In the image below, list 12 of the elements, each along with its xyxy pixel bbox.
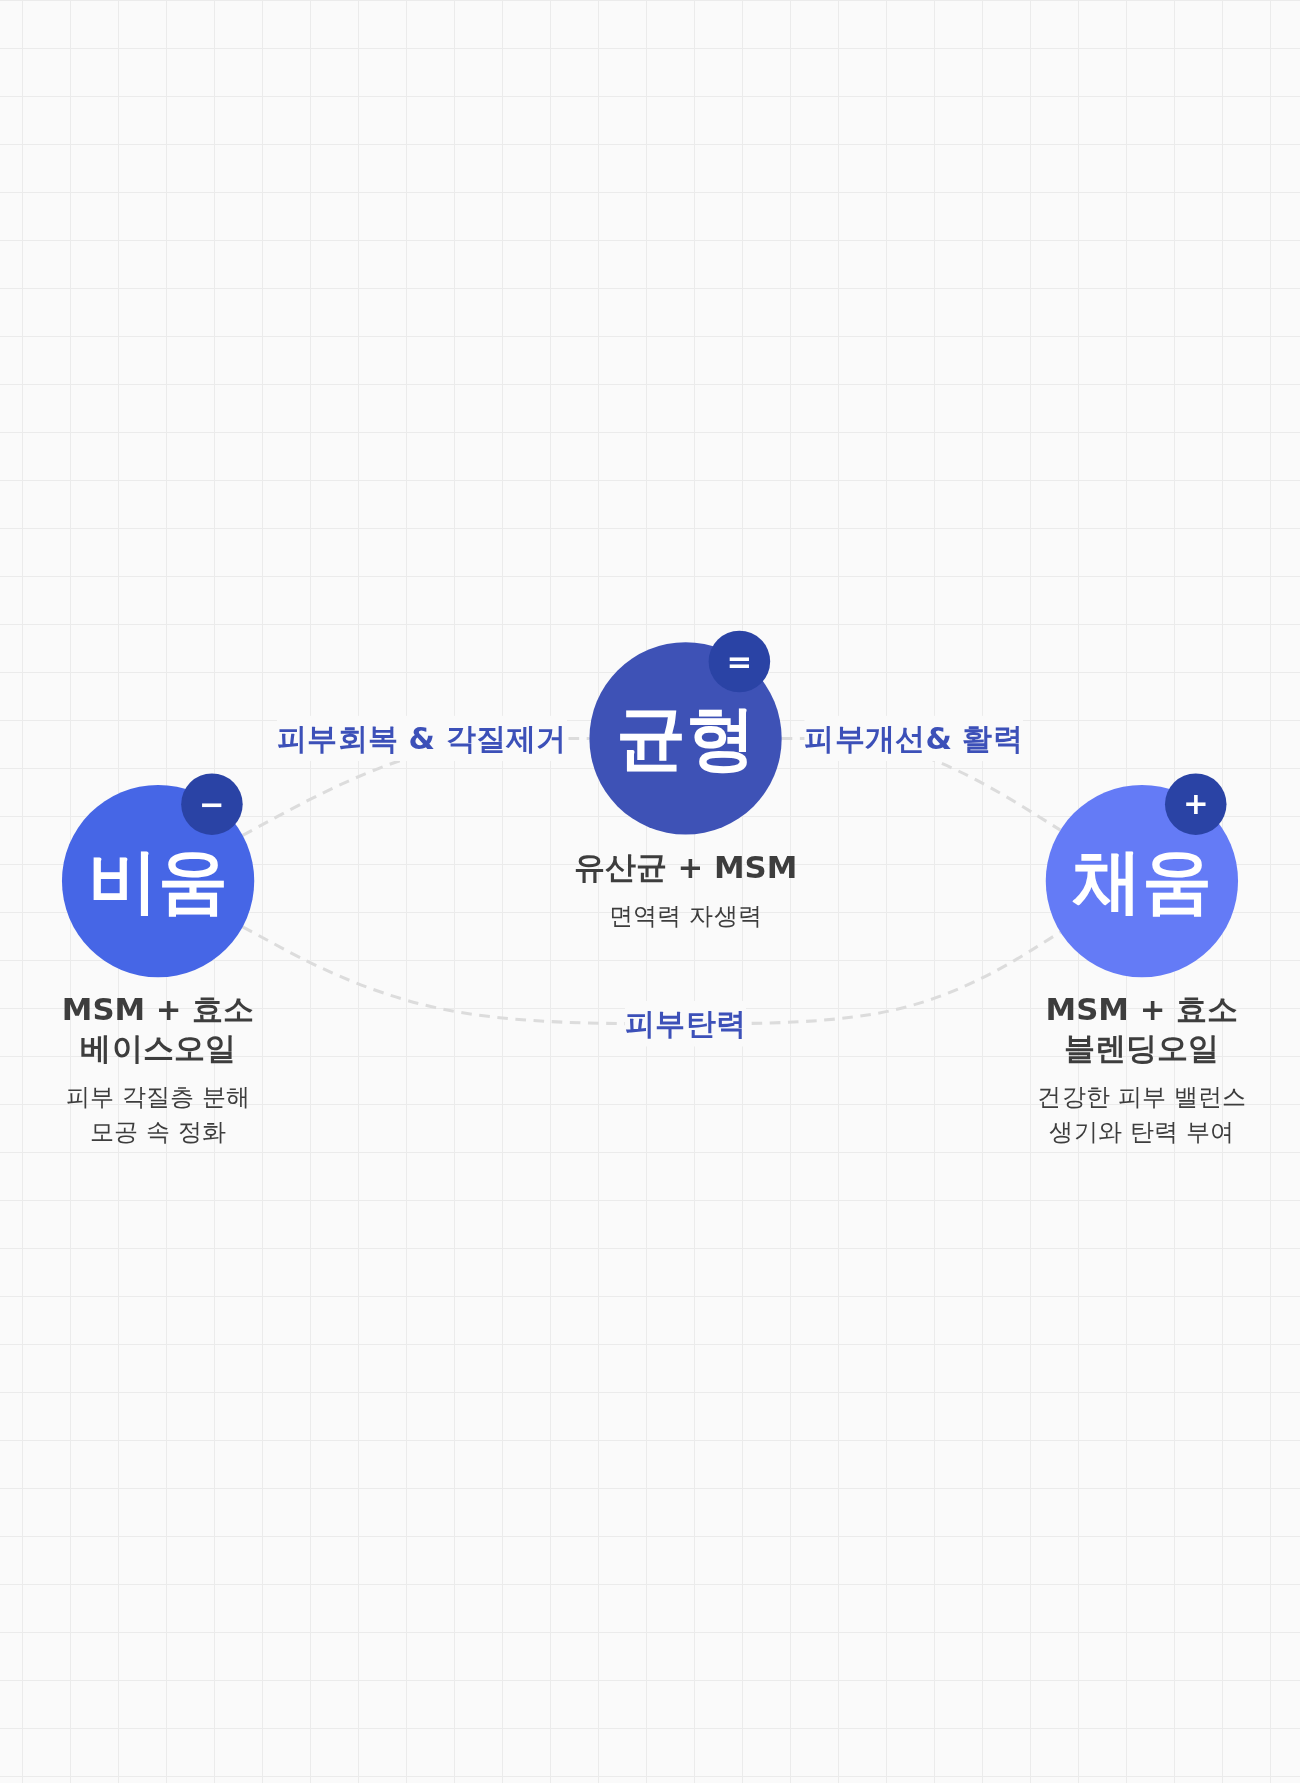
description-text: 면역력 자생력	[609, 900, 763, 932]
description-text: 건강한 피부 밸런스 생기와 탄력 부여	[1036, 1082, 1248, 1148]
heading-text: 유산균 + MSM	[573, 848, 798, 887]
heading-text: MSM + 효소 베이스오일	[60, 990, 256, 1068]
edge-label: 피부회복 & 각질제거	[276, 721, 567, 756]
node-circle: −	[181, 773, 243, 836]
heading-text: MSM + 효소 블렌딩오일	[1044, 990, 1240, 1068]
edge-label: 피부탄력	[624, 1006, 747, 1042]
node-circle: =	[708, 630, 771, 693]
node-circle: +	[1165, 773, 1227, 836]
description-text: 피부 각질층 분해 모공 속 정화	[64, 1082, 252, 1148]
edge-label: 피부개선& 활력	[804, 721, 1024, 756]
